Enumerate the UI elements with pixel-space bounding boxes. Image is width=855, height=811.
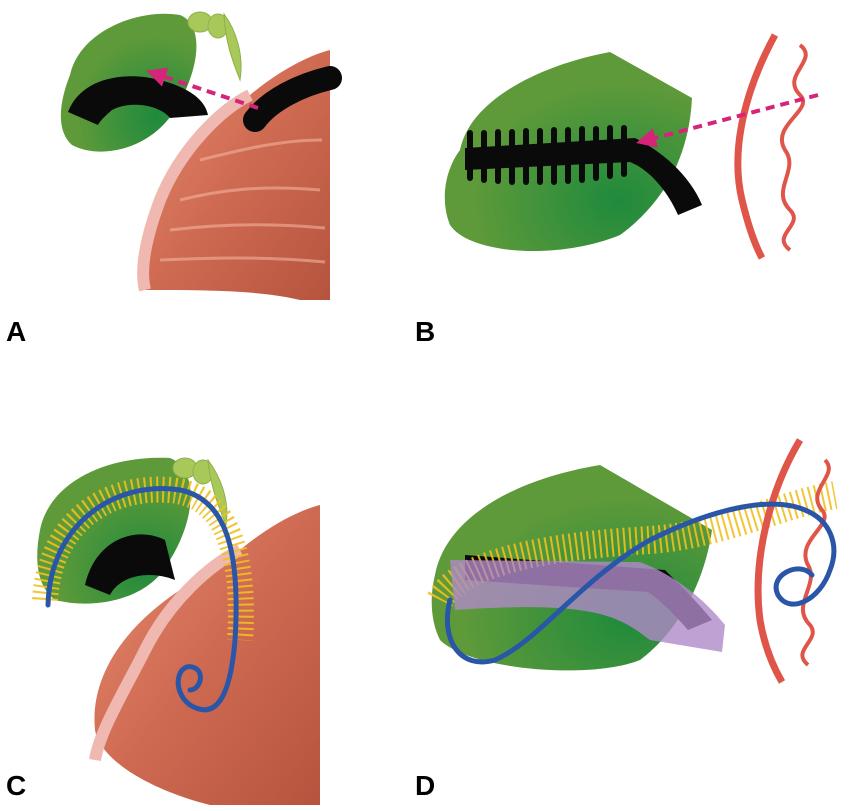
panel-label-b: B: [415, 318, 435, 346]
panel-c: [37, 458, 320, 805]
panel-d: [432, 440, 835, 682]
panel-label-d: D: [415, 772, 435, 800]
vessel-wavy: [782, 45, 806, 250]
panel-label-a: A: [6, 318, 26, 346]
vessel-wall: [738, 35, 775, 258]
panel-label-c: C: [6, 772, 26, 800]
panel-a: [61, 12, 330, 300]
panel-b: [445, 35, 818, 258]
vessel-wall: [758, 440, 800, 682]
